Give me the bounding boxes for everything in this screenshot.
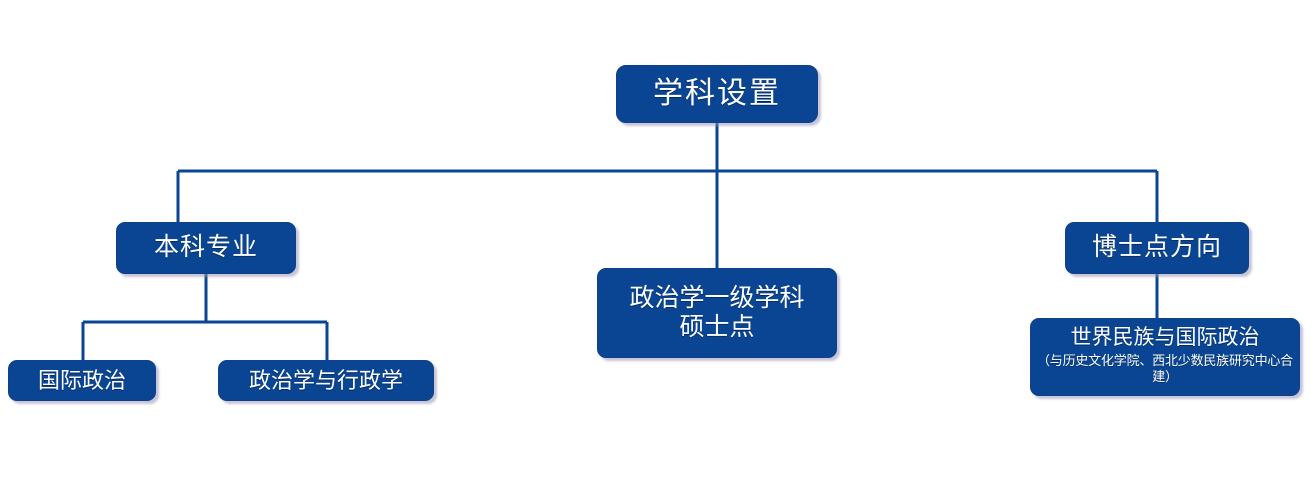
node-doctoral-label: 博士点方向 <box>1091 233 1222 262</box>
node-root-discipline-settings[interactable]: 学科设置 <box>616 65 818 123</box>
node-polisci-administration-label: 政治学与行政学 <box>248 367 403 393</box>
node-undergraduate-majors[interactable]: 本科专业 <box>116 222 296 274</box>
node-master-label-line2: 硕士点 <box>679 313 755 341</box>
node-international-politics[interactable]: 国际政治 <box>8 360 156 401</box>
node-world-ethnic-label: 世界民族与国际政治 <box>1070 326 1260 349</box>
node-world-ethnicity-and-international-politics[interactable]: 世界民族与国际政治 （与历史文化学院、西北少数民族研究中心合建） <box>1030 318 1300 396</box>
node-political-science-and-administration[interactable]: 政治学与行政学 <box>218 360 434 401</box>
node-root-label: 学科设置 <box>653 77 781 111</box>
node-world-ethnic-note: （与历史文化学院、西北少数民族研究中心合建） <box>1036 352 1293 385</box>
node-master-label-line1: 政治学一级学科 <box>629 283 805 312</box>
node-international-politics-label: 国际政治 <box>37 367 126 393</box>
node-master-program-political-science[interactable]: 政治学一级学科 硕士点 <box>597 268 837 358</box>
node-doctoral-directions[interactable]: 博士点方向 <box>1065 222 1249 274</box>
node-undergraduate-label: 本科专业 <box>153 233 258 262</box>
